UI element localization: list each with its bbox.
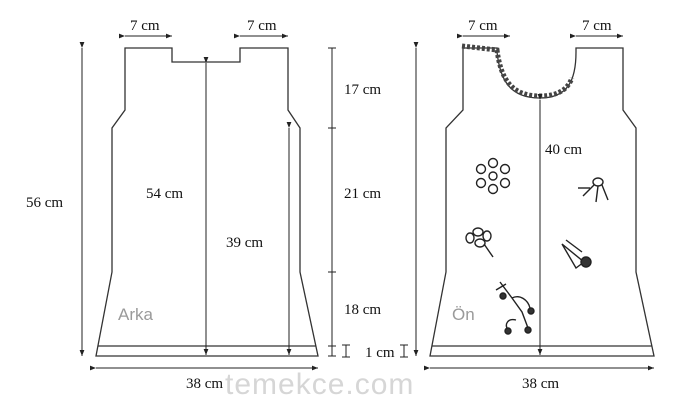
back-left-shoulder-label: 7 cm: [130, 18, 160, 34]
back-piece: 7 cm 7 cm 56 cm 54 cm 39 cm 38 cm Arka: [26, 18, 319, 392]
back-side-height-label: 39 cm: [226, 235, 263, 251]
scale-hem-label: 1 cm: [365, 345, 395, 361]
back-piece-name: Arka: [118, 305, 154, 324]
scale-skirt-label: 18 cm: [344, 302, 381, 318]
back-piece-outline: [95, 47, 319, 357]
flower-ring-motif-icon: [475, 157, 511, 195]
front-piece-name: Ön: [452, 305, 475, 324]
front-left-shoulder-label: 7 cm: [468, 18, 498, 34]
front-bottom-width-label: 38 cm: [522, 376, 559, 392]
scale-body-label: 21 cm: [344, 186, 381, 202]
front-center-height-label: 40 cm: [545, 142, 582, 158]
back-total-height-label: 56 cm: [26, 195, 63, 211]
daisy-motif-icon: [465, 227, 494, 258]
back-right-shoulder-label: 7 cm: [247, 18, 277, 34]
neckline-trim: [461, 43, 575, 99]
back-bottom-width-label: 38 cm: [186, 376, 223, 392]
vertical-scale: 17 cm 21 cm 18 cm 1 cm: [328, 47, 408, 361]
front-piece: 7 cm 7 cm 40 cm 38 cm Ön: [413, 18, 655, 392]
scale-yoke-label: 17 cm: [344, 82, 381, 98]
berry-branch-motif-icon: [495, 281, 535, 335]
back-center-height-label: 54 cm: [146, 186, 183, 202]
dragonfly-motif-icon: [578, 177, 609, 203]
bellflower-motif-icon: [561, 239, 592, 270]
front-right-shoulder-label: 7 cm: [582, 18, 612, 34]
watermark: temekce.com: [225, 368, 414, 401]
